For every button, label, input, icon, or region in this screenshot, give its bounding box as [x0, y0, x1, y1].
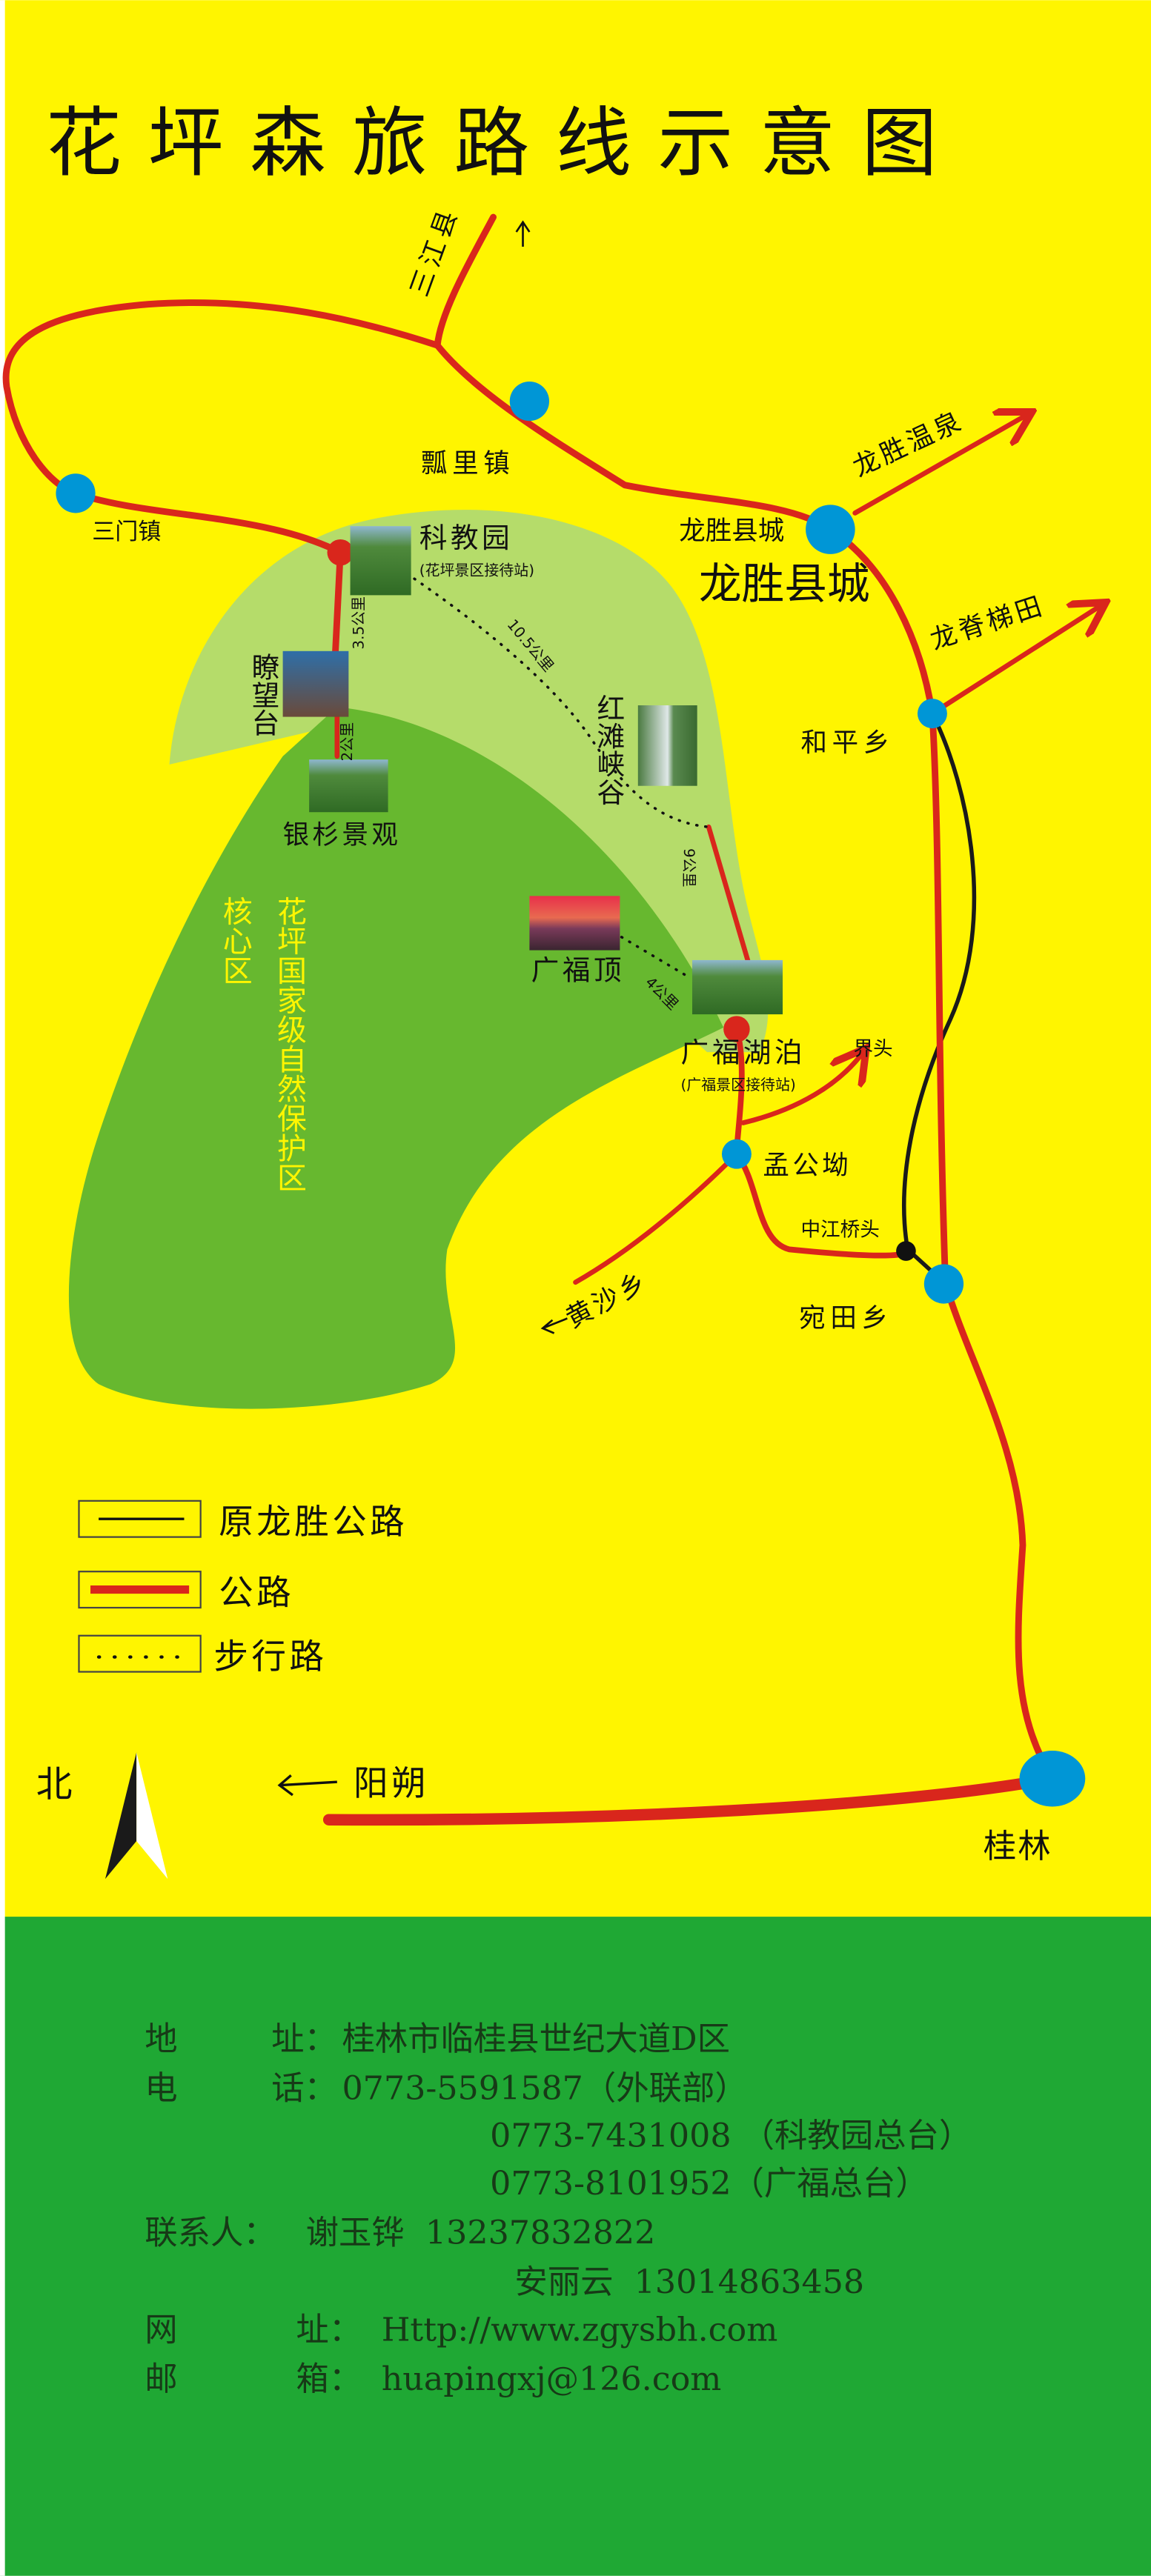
guangfu-lake-photo	[692, 959, 783, 1015]
label-guilin: 桂林	[984, 1828, 1052, 1866]
sanmen-town-dot[interactable]	[56, 473, 96, 513]
guilin-yangshuo-road	[322, 1772, 1058, 1826]
phone-2: 0773-7431008 （科教园总台）	[490, 2117, 972, 2155]
label-wantian: 宛田乡	[799, 1303, 892, 1334]
phone-label-2: 话：	[271, 2069, 337, 2107]
label-reserve: 花坪国家级自然保护区	[272, 896, 306, 1191]
label-yinshan: 银杉景观	[283, 819, 402, 850]
distance-kejiao-liaowang: 3.5公里	[349, 596, 367, 650]
email-label-2: 箱：	[296, 2360, 362, 2398]
huangsha-arrow-icon	[540, 1317, 568, 1334]
core-zone	[68, 707, 724, 1409]
email-label-1: 邮	[145, 2360, 177, 2398]
phone-1: 0773-5591587（外联部）	[342, 2069, 747, 2107]
jietou-road	[740, 1052, 863, 1125]
yinshan-photo	[309, 759, 388, 813]
north-label: 北	[36, 1763, 73, 1805]
web-label-1: 网	[145, 2311, 177, 2349]
contact-panel	[0, 1917, 1151, 2576]
label-kejiaoyuan-sub: (花坪景区接待站)	[419, 562, 534, 579]
longji-road	[929, 605, 1102, 716]
label-heping: 和平乡	[800, 728, 894, 758]
address-label-1: 地	[145, 2020, 177, 2058]
yangshuo-arrow-icon	[277, 1774, 337, 1797]
heping-town-dot[interactable]	[917, 699, 947, 729]
label-kejiaoyuan: 科教园	[419, 522, 513, 554]
guangfu-station-dot[interactable]	[723, 1016, 750, 1042]
phone-label-1: 电	[145, 2069, 177, 2107]
kejiaoyuan-station-dot[interactable]	[327, 539, 354, 566]
website-link[interactable]: Http://www.zgysbh.com	[382, 2311, 778, 2349]
phone-3: 0773-8101952（广福总台）	[490, 2165, 929, 2203]
distance-liaowang-yinshan: 2公里	[338, 722, 356, 762]
huangsha-road	[573, 1151, 740, 1285]
liaowangtai-photo	[282, 650, 349, 717]
kejiaoyuan-photo	[350, 526, 411, 596]
label-zhongjiang: 中江桥头	[800, 1219, 879, 1242]
legend-footpath-label: 步行路	[213, 1637, 327, 1677]
guangfu-south-road	[734, 1026, 911, 1259]
guangfuding-photo	[529, 896, 620, 951]
email-link[interactable]: huapingxj@126.com	[382, 2360, 722, 2398]
hongtan-photo	[637, 705, 697, 786]
hotspring-road	[852, 414, 1028, 516]
contact-person-1: 谢玉铧 13237832822	[306, 2214, 656, 2252]
label-guangfu-lake: 广福湖泊	[680, 1036, 806, 1068]
piaoli-town-dot[interactable]	[509, 381, 550, 422]
address-label-2: 址：	[271, 2020, 337, 2058]
legend: 原龙胜公路 公路 步行路	[78, 1500, 408, 1677]
address-value: 桂林市临桂县世纪大道D区	[342, 2020, 730, 2058]
contact-person-2: 安丽云 13014863458	[514, 2263, 864, 2301]
legend-old-road-label: 原龙胜公路	[219, 1502, 408, 1542]
label-core-zone: 核心区	[218, 896, 252, 985]
old-longsheng-road	[902, 711, 977, 1286]
label-menggongao: 孟公坳	[763, 1150, 852, 1180]
label-longsheng-county-small: 龙胜县城	[679, 516, 784, 546]
zhongjiang-dot[interactable]	[896, 1241, 916, 1261]
label-guangfu-lake-sub: (广福景区接待站)	[680, 1076, 795, 1094]
sanmen-loop-road	[2, 299, 441, 655]
page-title: 花坪森旅路线示意图	[46, 100, 963, 188]
distance-hongtan-guangfu: 9公里	[680, 848, 698, 888]
guangfu-north-road	[706, 824, 751, 965]
label-yangshuo: 阳朔	[354, 1763, 429, 1803]
label-sanmen: 三门镇	[92, 519, 161, 545]
label-longsheng-county-large: 龙胜县城	[699, 559, 870, 609]
longsheng-county-dot[interactable]	[806, 505, 855, 554]
wantian-town-dot[interactable]	[923, 1264, 964, 1304]
north-arrow-icon	[105, 1752, 168, 1880]
label-piaoli: 瓢里镇	[421, 448, 514, 479]
label-jietou: 界头	[853, 1038, 892, 1061]
sanjiang-arrow-icon	[515, 220, 531, 247]
menggongao-dot[interactable]	[721, 1139, 752, 1169]
label-liaowangtai: 瞭望台	[247, 653, 279, 736]
legend-road-label: 公路	[219, 1573, 294, 1613]
label-hongtan: 红滩峡谷	[592, 693, 625, 805]
label-guangfuding: 广福顶	[531, 954, 625, 987]
guilin-city-dot[interactable]	[1019, 1751, 1086, 1807]
web-label-2: 址：	[296, 2311, 362, 2349]
contact-label: 联系人：	[145, 2214, 276, 2252]
